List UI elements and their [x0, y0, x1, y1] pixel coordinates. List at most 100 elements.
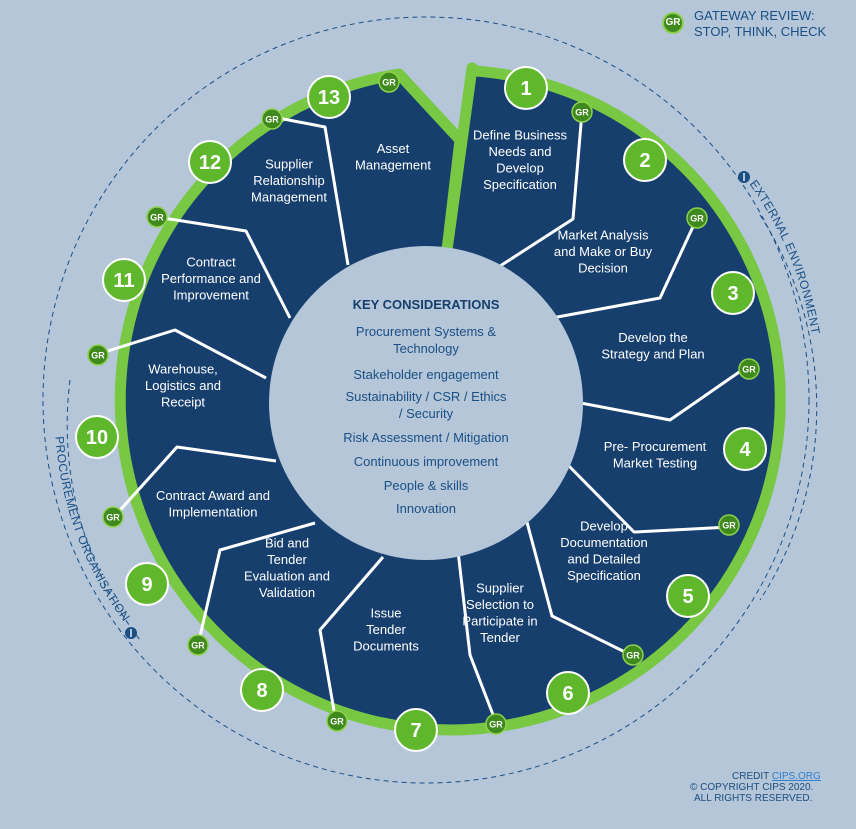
gateway-review-legend: GR GATEWAY REVIEW: STOP, THINK, CHECK: [662, 8, 852, 48]
consideration-item: Stakeholder engagement: [353, 367, 499, 382]
stage-label-13: Asset: [377, 141, 410, 156]
legend-line-2: STOP, THINK, CHECK: [694, 24, 827, 39]
stage-label-10: Receipt: [161, 395, 205, 410]
svg-text:GR: GR: [489, 720, 503, 730]
outer-dashed-rings: [42, 16, 818, 784]
svg-text:11: 11: [113, 270, 134, 292]
consideration-item: Continuous improvement: [354, 454, 499, 469]
stage-label-8: Validation: [259, 585, 315, 600]
stage-label-11: Improvement: [173, 288, 249, 303]
stage-label-9: Implementation: [169, 504, 258, 519]
stage-label-9: Contract Award and: [156, 488, 270, 503]
stage-label-12: Supplier: [265, 157, 313, 172]
stage-number-badge-10: 10: [75, 415, 119, 459]
stage-label-4: Market Testing: [613, 455, 697, 470]
svg-text:GR: GR: [382, 78, 396, 88]
svg-text:1: 1: [520, 78, 531, 100]
svg-text:GR: GR: [722, 521, 736, 531]
consideration-item: Innovation: [396, 501, 456, 516]
gateway-review-marker: GR: [146, 206, 168, 228]
stage-label-10: Warehouse,: [148, 362, 218, 377]
stage-label-7: Issue: [370, 606, 401, 621]
gateway-review-marker: GR: [738, 358, 760, 380]
stage-number-badge-13: 13: [307, 75, 351, 119]
cips-link[interactable]: CIPS.ORG: [771, 771, 821, 782]
stage-label-10: Logistics and: [145, 378, 221, 393]
svg-text:GR: GR: [742, 365, 756, 375]
consideration-item: People & skills: [384, 478, 469, 493]
consideration-item: Technology: [393, 341, 459, 356]
svg-text:10: 10: [86, 427, 108, 449]
stage-number-badge-1: 1: [504, 66, 548, 110]
stage-label-3: Strategy and Plan: [601, 346, 704, 361]
stage-number-badge-9: 9: [125, 562, 169, 606]
stage-label-12: Management: [251, 190, 327, 205]
gateway-review-marker: GR: [187, 634, 209, 656]
stage-label-2: Market Analysis: [557, 228, 649, 243]
svg-text:GR: GR: [265, 115, 279, 125]
stage-label-7: Tender: [366, 622, 406, 637]
stage-label-5: Documentation: [560, 535, 647, 550]
gateway-review-marker: GR: [102, 506, 124, 528]
gateway-review-marker: GR: [485, 713, 507, 735]
stage-label-5: Specification: [567, 568, 641, 583]
svg-text:12: 12: [199, 152, 221, 174]
svg-text:4: 4: [739, 439, 751, 461]
stage-label-8: Evaluation and: [244, 568, 330, 583]
stage-label-6: Participate in: [462, 613, 537, 628]
external-info-icon: [738, 171, 750, 183]
stage-label-5: Develop: [580, 518, 628, 533]
stage-number-badge-11: 11: [102, 258, 146, 302]
credit-label: CREDIT: [732, 771, 770, 782]
svg-text:GR: GR: [91, 351, 105, 361]
stage-label-12: Relationship: [253, 173, 325, 188]
svg-text:5: 5: [682, 586, 693, 608]
stage-label-11: Performance and: [161, 271, 261, 286]
stage-label-6: Supplier: [476, 580, 524, 595]
stage-label-13: Management: [355, 157, 431, 172]
stage-number-badge-3: 3: [711, 271, 755, 315]
stage-label-1: Develop: [496, 160, 544, 175]
stage-label-6: Tender: [480, 630, 520, 645]
stage-label-2: and Make or Buy: [554, 244, 653, 259]
svg-text:7: 7: [410, 720, 421, 742]
stage-label-8: Bid and: [265, 535, 309, 550]
key-considerations-circle: [269, 246, 583, 560]
stage-number-badge-2: 2: [623, 138, 667, 182]
stage-label-1: Define Business: [473, 127, 567, 142]
stage-label-8: Tender: [267, 552, 307, 567]
stage-number-badge-8: 8: [240, 668, 284, 712]
stage-number-badge-7: 7: [394, 708, 438, 752]
stage-label-1: Needs and: [489, 144, 552, 159]
stage-label-1: Specification: [483, 177, 557, 192]
stage-label-3: Develop the: [618, 330, 687, 345]
svg-text:GR: GR: [575, 108, 589, 118]
svg-text:9: 9: [141, 574, 152, 596]
svg-text:8: 8: [256, 680, 267, 702]
gateway-review-marker: GR: [622, 644, 644, 666]
gateway-review-marker: GR: [378, 71, 400, 93]
stage-label-6: Selection to: [466, 597, 534, 612]
svg-text:13: 13: [318, 87, 340, 109]
gateway-review-marker: GR: [718, 514, 740, 536]
consideration-item: Sustainability / CSR / Ethics: [345, 389, 507, 404]
key-considerations-title: KEY CONSIDERATIONS: [353, 297, 500, 312]
gateway-review-marker: GR: [87, 344, 109, 366]
svg-text:2: 2: [639, 150, 650, 172]
gateway-review-badge-icon: GR: [662, 12, 684, 34]
stage-number-badge-5: 5: [666, 574, 710, 618]
legend-line-1: GATEWAY REVIEW:: [694, 8, 815, 23]
svg-text:GR: GR: [191, 641, 205, 651]
gateway-review-marker: GR: [326, 710, 348, 732]
rights-text: ALL RIGHTS RESERVED.: [694, 793, 813, 804]
stage-label-4: Pre- Procurement: [604, 439, 707, 454]
svg-text:3: 3: [727, 283, 738, 305]
consideration-item: Risk Assessment / Mitigation: [343, 430, 508, 445]
svg-text:GR: GR: [330, 717, 344, 727]
stage-label-7: Documents: [353, 639, 419, 654]
consideration-item: / Security: [399, 406, 454, 421]
